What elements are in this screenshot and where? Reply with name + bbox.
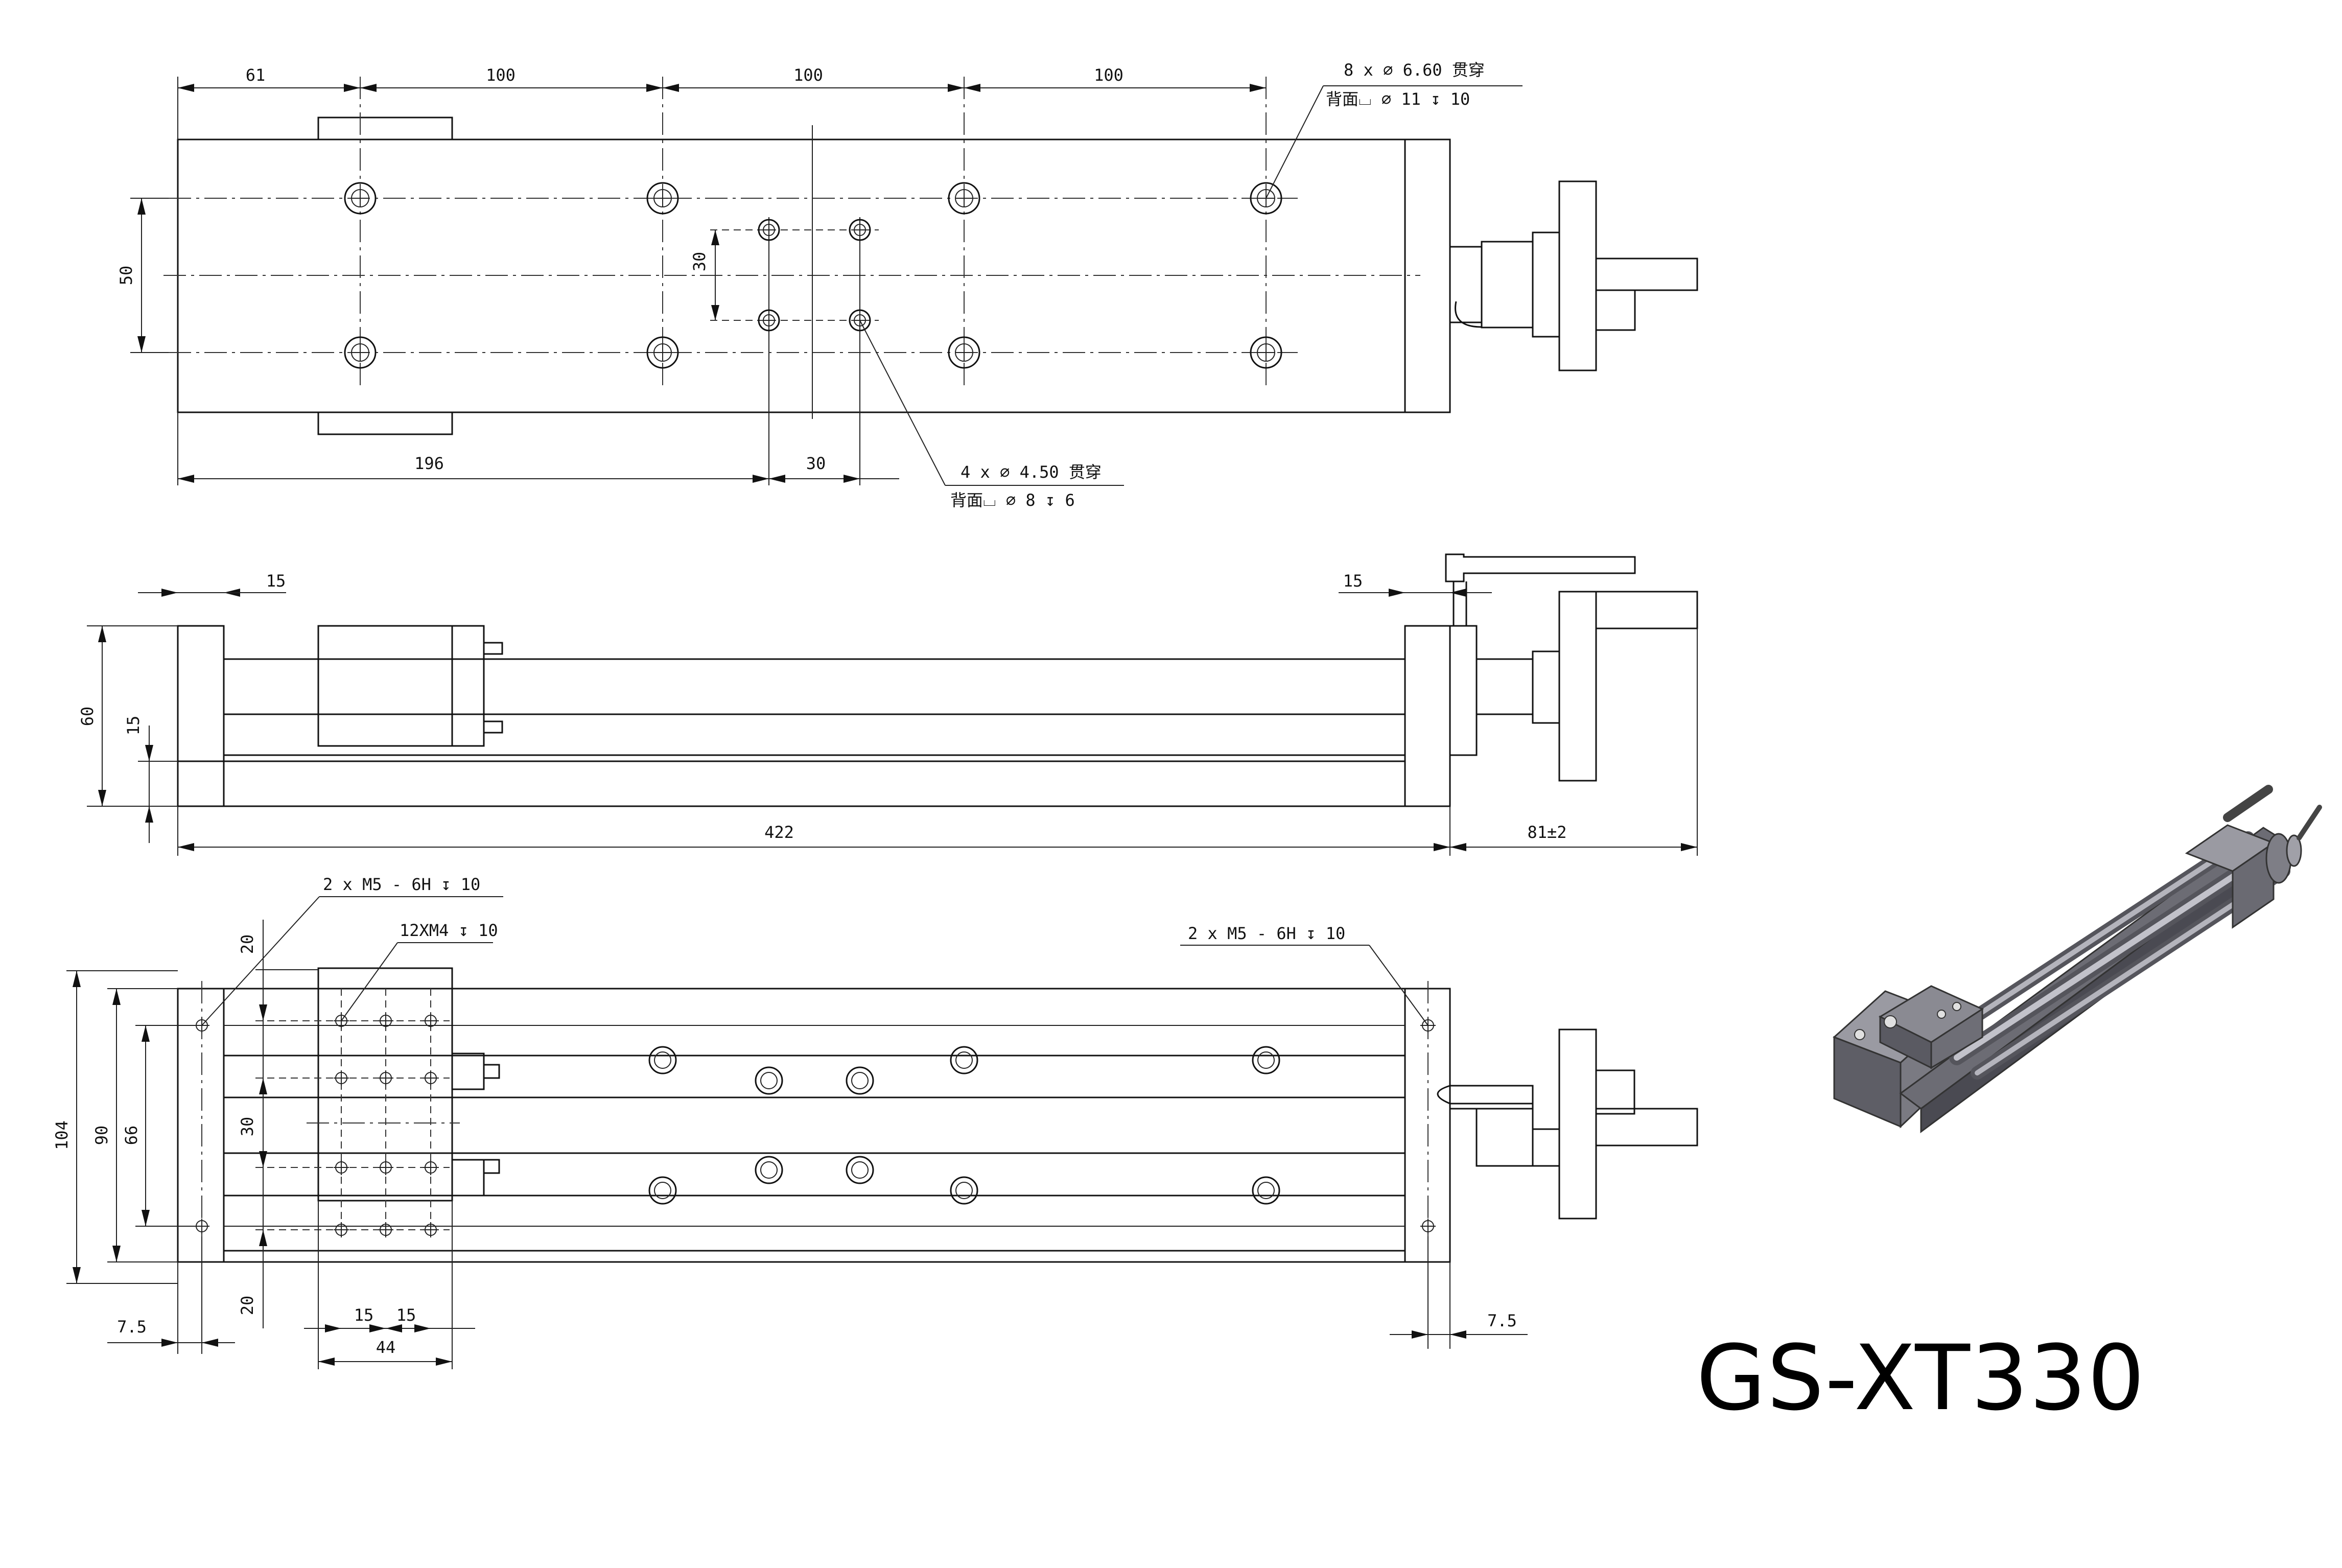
carriage-bottom-tab <box>317 411 453 435</box>
dim-pitch-15-a: 15 <box>354 1305 374 1325</box>
dim-height-50: 50 <box>116 266 136 286</box>
note-carriage-threads: 12XM4 ↧ 10 <box>400 921 498 940</box>
dim-bottom-196: 196 <box>414 454 444 473</box>
crank-handle <box>1445 553 1636 582</box>
dim-top-100-c: 100 <box>1094 65 1123 85</box>
side-carriage <box>317 625 453 747</box>
dim-top-margin-20: 20 <box>238 934 257 954</box>
dim-length-422: 422 <box>764 823 794 842</box>
dim-side-height-60: 60 <box>78 707 97 727</box>
note-small-holes-line2: 背面⌴ ∅ 8 ↧ 6 <box>950 490 1075 510</box>
dim-top-100-a: 100 <box>486 65 516 85</box>
note-large-holes-line1: 8 x ∅ 6.60 贯穿 <box>1344 60 1485 80</box>
dim-pitch-15-b: 15 <box>396 1305 416 1325</box>
right-end-plate <box>1404 625 1451 807</box>
carriage-top-tab <box>317 116 453 141</box>
dim-left-end-15: 15 <box>266 571 286 591</box>
dim-width-66: 66 <box>122 1126 141 1145</box>
dim-side-base-15: 15 <box>124 716 143 736</box>
side-view: 15 15 60 15 422 81±2 <box>78 553 1698 856</box>
dim-width-90: 90 <box>92 1126 111 1145</box>
dim-right-edge-7_5: 7.5 <box>1487 1311 1517 1330</box>
dim-handle-81: 81±2 <box>1527 823 1566 842</box>
dim-left-edge-7_5: 7.5 <box>117 1317 147 1337</box>
dim-carriage-44: 44 <box>376 1338 396 1357</box>
dim-right-end-15: 15 <box>1343 571 1363 591</box>
bottom-hand-wheel <box>1558 1028 1597 1220</box>
model-title: GS-XT330 <box>1696 1326 2146 1431</box>
bottom-view: 104 90 66 20 30 20 7.5 7.5 15 15 44 <box>52 875 1698 1369</box>
note-large-holes-line2: 背面⌴ ∅ 11 ↧ 10 <box>1326 89 1470 109</box>
hand-wheel <box>1558 180 1597 371</box>
dim-top-100-b: 100 <box>793 65 823 85</box>
product-3d-render <box>1833 785 2322 1133</box>
bottom-base-outline <box>177 988 1451 1263</box>
dim-inner-30: 30 <box>690 252 709 272</box>
note-left-threads: 2 x M5 - 6H ↧ 10 <box>323 875 480 894</box>
dim-bottom-30: 30 <box>806 454 826 473</box>
top-view: 61 100 100 100 50 30 196 30 8 x ∅ 6.60 贯… <box>116 60 1698 510</box>
left-end-plate <box>177 625 225 762</box>
note-right-threads: 2 x M5 - 6H ↧ 10 <box>1188 924 1345 943</box>
note-small-holes-line1: 4 x ∅ 4.50 贯穿 <box>961 462 1102 482</box>
dim-bottom-margin-20: 20 <box>238 1296 257 1316</box>
side-base <box>223 760 1406 807</box>
dim-top-61: 61 <box>246 65 266 85</box>
shaft <box>1595 258 1698 291</box>
side-hand-wheel <box>1558 591 1597 782</box>
dim-width-104: 104 <box>52 1120 72 1150</box>
dim-center-pitch-30: 30 <box>238 1117 257 1137</box>
coupling <box>1449 246 1483 323</box>
